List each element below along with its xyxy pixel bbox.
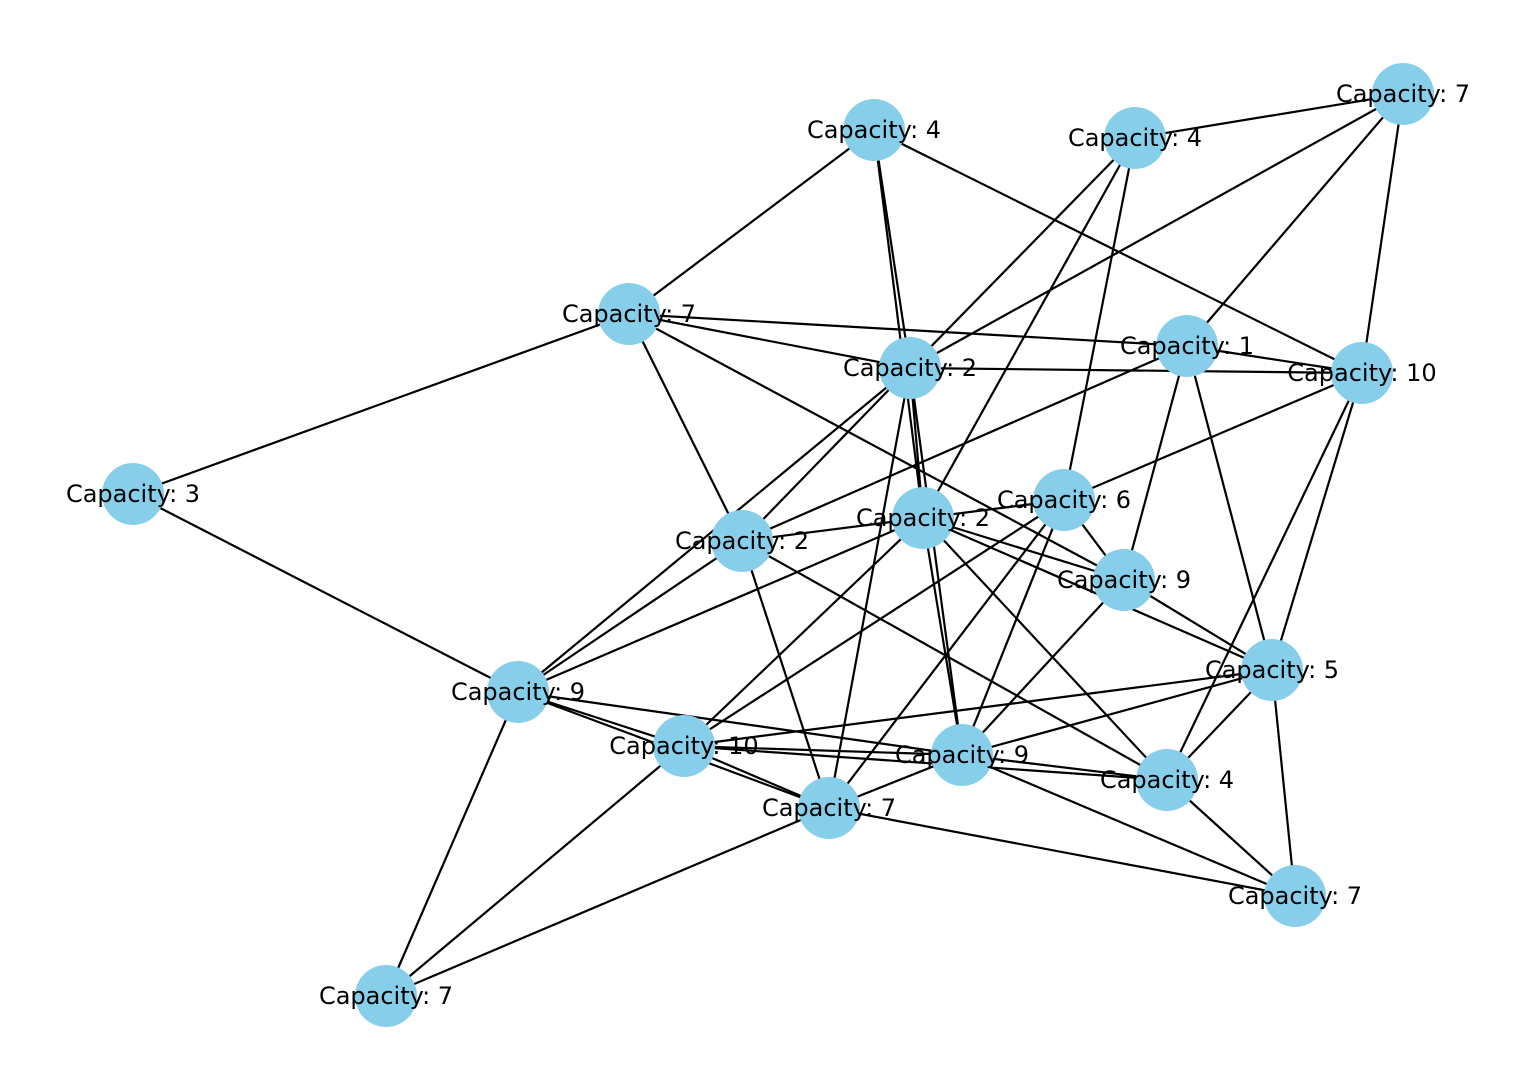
edge-C-F (909, 93, 1404, 369)
edge-J-O (683, 517, 924, 747)
edge-J-N (517, 516, 924, 694)
edge-F-G (909, 366, 1363, 375)
edge-M-O (683, 668, 1273, 748)
edge-F-K (741, 367, 911, 542)
edge-J-L (922, 516, 1125, 582)
edge-I-P (960, 499, 1066, 756)
node-label-P: Capacity: 9 (895, 741, 1029, 769)
node-P (931, 724, 993, 786)
node-label-I: Capacity: 6 (997, 486, 1131, 514)
edge-D-E (628, 312, 1188, 348)
edge-D-F (628, 312, 911, 370)
node-C (1372, 63, 1434, 125)
node-label-G: Capacity: 10 (1287, 359, 1436, 387)
node-label-T: Capacity: 7 (319, 982, 453, 1010)
node-I (1033, 469, 1095, 531)
edge-N-P (517, 690, 963, 757)
node-label-O: Capacity: 10 (609, 732, 758, 760)
edge-P-S (961, 753, 1296, 898)
edge-B-I (1062, 137, 1137, 501)
edge-M-P (961, 668, 1273, 757)
edge-N-T (384, 691, 520, 997)
edge-A-D (628, 129, 875, 315)
node-L (1093, 549, 1155, 611)
node-D (598, 283, 660, 345)
edge-O-P (683, 744, 963, 757)
edge-M-S (1270, 669, 1297, 897)
node-F (879, 337, 941, 399)
edge-K-Q (741, 540, 1168, 781)
edge-I-R (828, 499, 1065, 809)
node-label-D: Capacity: 7 (562, 300, 696, 328)
edge-J-P (921, 517, 964, 756)
node-E (1156, 315, 1218, 377)
node-label-N: Capacity: 9 (451, 678, 585, 706)
node-label-J: Capacity: 2 (856, 504, 990, 532)
edge-D-H (132, 312, 630, 496)
node-M (1241, 639, 1303, 701)
edge-P-Q (961, 753, 1168, 782)
edge-H-N (132, 493, 519, 693)
node-O (653, 715, 715, 777)
edge-G-Q (1166, 372, 1363, 781)
edge-G-I (1063, 371, 1363, 502)
edge-C-G (1360, 93, 1405, 374)
edge-B-J (922, 137, 1136, 519)
nodes-layer: Capacity: 4 Capacity: 4 Capacity: 7 Capacit… (66, 63, 1470, 1027)
edge-F-P (908, 367, 964, 756)
node-K (711, 510, 773, 572)
node-label-L: Capacity: 9 (1057, 566, 1191, 594)
edge-D-L (628, 313, 1125, 581)
node-label-H: Capacity: 3 (66, 480, 200, 508)
node-G (1331, 342, 1393, 404)
node-label-S: Capacity: 7 (1228, 882, 1362, 910)
node-label-E: Capacity: 1 (1120, 332, 1254, 360)
edge-D-K (628, 313, 743, 542)
edge-A-J (872, 129, 925, 519)
node-A (843, 99, 905, 161)
edge-G-M (1270, 372, 1364, 671)
edge-O-T (385, 745, 685, 997)
edge-L-P (961, 579, 1125, 756)
node-B (1104, 107, 1166, 169)
edges-layer (132, 92, 1405, 998)
node-label-C: Capacity: 7 (1336, 80, 1470, 108)
node-J (892, 487, 954, 549)
edge-E-L (1122, 345, 1189, 581)
node-label-K: Capacity: 2 (675, 527, 809, 555)
node-label-A: Capacity: 4 (807, 116, 941, 144)
node-S (1264, 865, 1326, 927)
node-N (487, 661, 549, 723)
edge-J-Q (922, 517, 1168, 781)
node-H (102, 463, 164, 525)
node-label-R: Capacity: 7 (762, 794, 896, 822)
node-T (355, 965, 417, 1027)
edge-B-F (909, 137, 1136, 369)
edge-E-K (741, 344, 1188, 543)
edge-O-Q (683, 744, 1168, 782)
edge-C-E (1186, 93, 1404, 347)
node-label-B: Capacity: 4 (1068, 124, 1202, 152)
edge-K-N (517, 540, 743, 693)
node-label-M: Capacity: 5 (1205, 656, 1339, 684)
node-label-F: Capacity: 2 (843, 354, 977, 382)
edge-K-R (740, 540, 831, 809)
node-R (798, 777, 860, 839)
edge-R-S (828, 806, 1296, 898)
edge-R-T (385, 806, 830, 998)
node-label-Q: Capacity: 4 (1100, 766, 1234, 794)
node-Q (1136, 749, 1198, 811)
edge-B-C (1134, 92, 1404, 140)
edge-F-R (827, 367, 912, 809)
edge-E-M (1185, 345, 1274, 671)
